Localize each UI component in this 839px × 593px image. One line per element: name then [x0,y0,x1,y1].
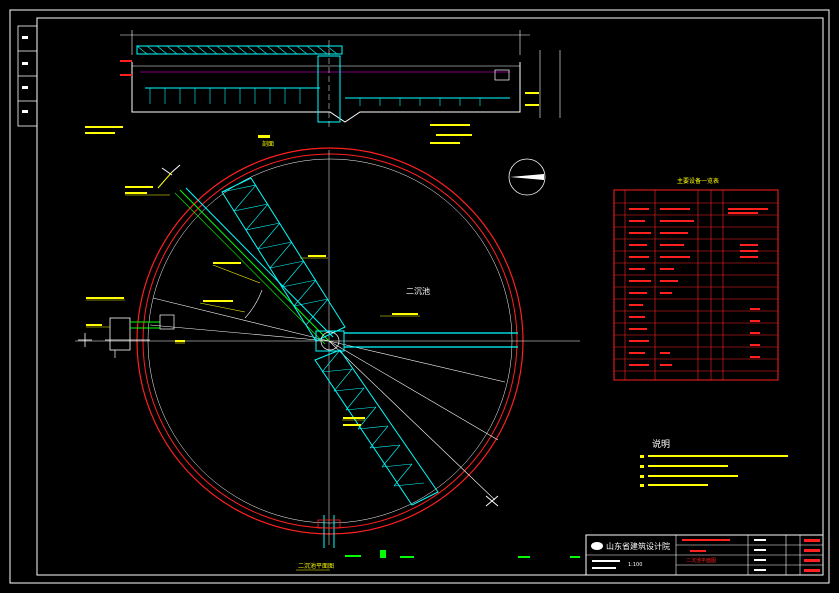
drawing-name: 二沉池平面图 [686,557,716,564]
equipment-table: 主要设备一览表 [613,177,779,381]
notes-title: 说明 [652,438,670,450]
inlet-pipe [105,314,175,358]
plan-label: 二沉池平面图 [298,562,334,570]
notes-block: 说明 [640,438,788,487]
scale-text: 1:100 [628,562,642,568]
table-title: 主要设备一览表 [677,177,719,185]
center-label: 二沉池 [406,286,430,296]
drawing-outer-frame [9,9,830,584]
drawing-inner-frame [36,17,824,576]
binding-strip-marks [22,36,28,113]
company-logo-icon [591,542,603,550]
section-label: 剖面 [262,140,274,148]
title-block: 山东省建筑设计院 1:100 二沉池平面图 [585,534,824,576]
binding-strip [17,25,38,127]
company-name: 山东省建筑设计院 [606,541,670,551]
center-drive [315,330,345,352]
scraper-truss-lower [314,349,439,506]
scraper-truss-upper [221,177,346,342]
north-arrow-icon [508,158,546,196]
section-view: 剖面 [85,30,561,148]
plan-view: 二沉池 二沉池平面图 [75,147,580,571]
